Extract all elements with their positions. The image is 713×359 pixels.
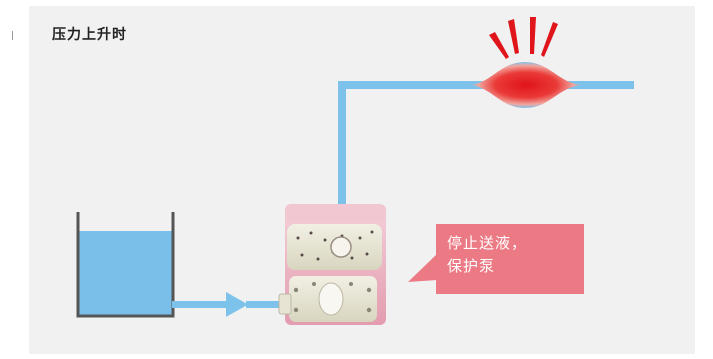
flow-arrow-icon <box>226 292 248 317</box>
tank-liquid <box>79 231 172 315</box>
pump-dot <box>350 256 354 260</box>
pressure-alarm <box>470 17 582 108</box>
pump-dial <box>330 236 352 258</box>
callout-box <box>436 224 584 294</box>
pump-dot <box>365 252 369 256</box>
discharge-riser <box>338 81 346 213</box>
pressure-bulge-icon <box>470 62 582 108</box>
discharge-pipe <box>338 81 634 213</box>
diagram-title: 压力上升时 <box>52 27 127 43</box>
suction-pipe-segment <box>172 301 230 308</box>
alarm-ray <box>530 17 536 54</box>
pump-top-cap <box>285 204 386 222</box>
pump-suction-port <box>278 293 292 315</box>
pump-center-valve <box>318 282 344 316</box>
pump-lower-bolts <box>293 282 372 313</box>
callout-line-1: 停止送液， <box>447 234 528 252</box>
pump-bolt <box>366 287 372 293</box>
pump-bolt <box>349 282 353 286</box>
tank-wall <box>76 212 175 318</box>
pump-dot <box>323 238 327 242</box>
pump-dot <box>309 231 313 235</box>
pump-dot <box>316 257 320 261</box>
pump-bolt <box>293 307 299 313</box>
pump-bolt <box>312 282 316 286</box>
callout-line-2: 保护泵 <box>447 257 496 275</box>
pump-dot <box>370 230 374 234</box>
pump-illustration <box>278 204 386 325</box>
alarm-ray <box>508 19 519 54</box>
pump-bolt <box>293 287 299 293</box>
pump-dot <box>358 236 362 240</box>
pump-bolt <box>366 307 372 313</box>
edge-mark <box>12 31 13 40</box>
callout-pointer <box>408 254 437 282</box>
callout-bubble <box>408 224 584 294</box>
suction-pipe <box>172 292 286 317</box>
alarm-ray <box>489 32 509 59</box>
suction-pipe-end <box>246 301 286 308</box>
alarm-ray <box>541 22 558 57</box>
pump-dot <box>296 236 300 240</box>
callout-text: 停止送液， 保护泵 <box>447 232 567 278</box>
liquid-tank <box>76 212 175 318</box>
pump-dot <box>300 253 304 257</box>
alarm-rays-icon <box>489 17 558 59</box>
